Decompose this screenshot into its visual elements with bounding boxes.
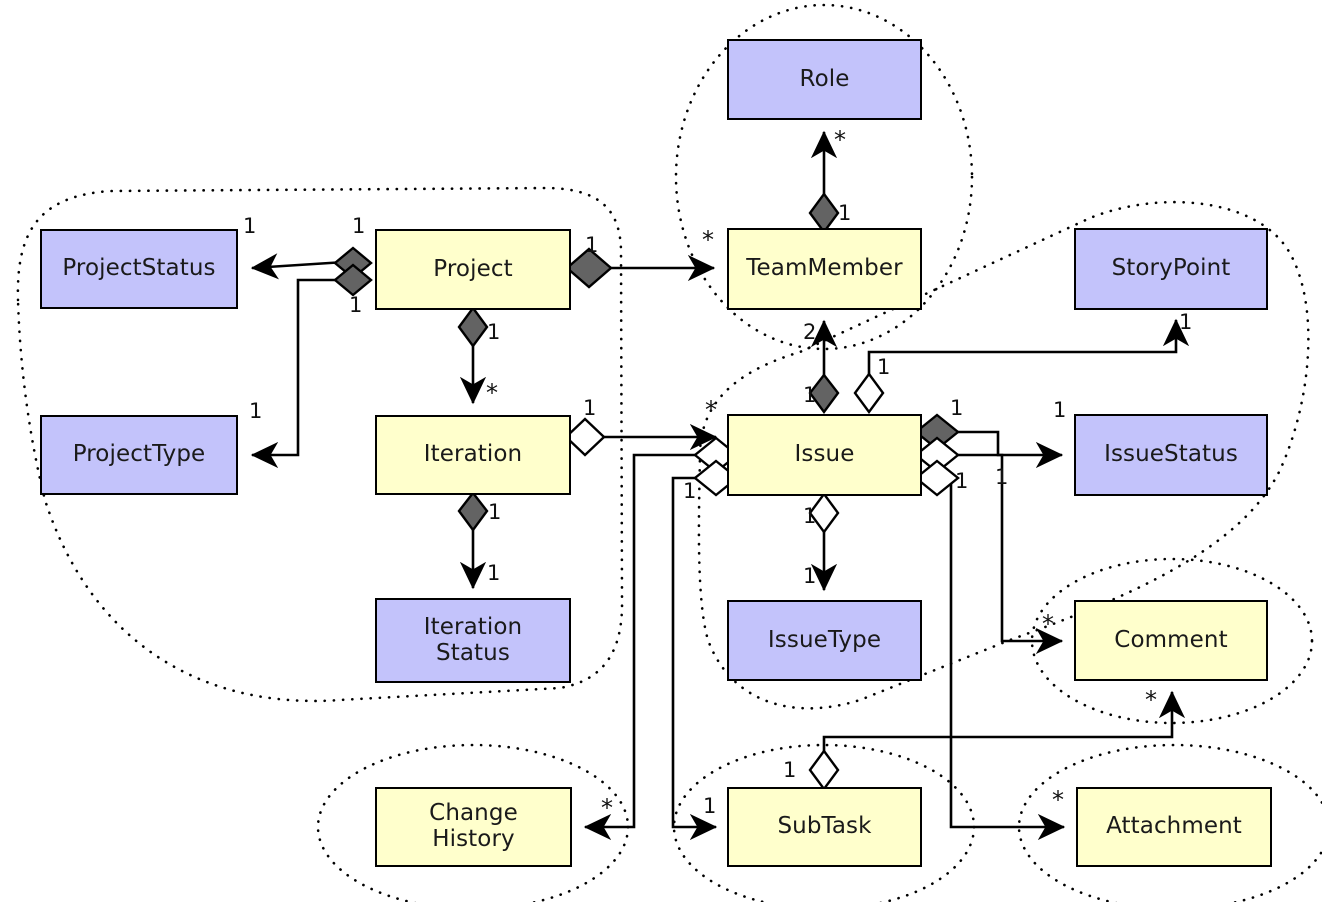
multiplicity-label: 1 <box>703 794 717 818</box>
diamond-project-projecttype <box>333 263 373 297</box>
class-box-project[interactable]: Project <box>375 229 571 310</box>
rel-issue-changehistory <box>583 453 697 841</box>
multiplicity-label: 1 <box>803 383 817 407</box>
class-box-project-status[interactable]: ProjectStatus <box>40 229 238 309</box>
class-box-issue[interactable]: Issue <box>727 414 922 496</box>
multiplicity-label: * <box>1145 686 1157 714</box>
multiplicity-label: 1 <box>487 320 501 344</box>
class-box-project-type[interactable]: ProjectType <box>40 415 238 495</box>
multiplicity-label: 1 <box>803 564 817 588</box>
diamond-teammember-role <box>808 191 840 235</box>
multiplicity-label: * <box>705 396 717 424</box>
multiplicity-label: 1 <box>487 561 501 585</box>
diamond-issue-teammember <box>808 373 840 415</box>
multiplicity-label: 1 <box>349 293 363 317</box>
class-box-issue-type[interactable]: IssueType <box>727 600 922 681</box>
diamond-issue-issuetype <box>808 491 840 535</box>
diamond-project-teammember <box>565 247 613 289</box>
class-box-role[interactable]: Role <box>727 39 922 120</box>
rel-issue-subtask <box>671 476 718 841</box>
class-box-team-member[interactable]: TeamMember <box>727 228 922 310</box>
multiplicity-label: * <box>702 226 714 254</box>
rel-subtask-comment <box>822 690 1186 770</box>
class-box-iteration[interactable]: Iteration <box>375 415 571 495</box>
diamond-iteration-iterstatus <box>457 491 489 533</box>
diamond-project-iteration <box>457 305 489 349</box>
multiplicity-label: 1 <box>838 201 852 225</box>
multiplicity-label: 1 <box>583 396 597 420</box>
multiplicity-label: 1 <box>488 500 502 524</box>
class-box-iteration-status[interactable]: Iteration Status <box>375 598 571 683</box>
diamond-iteration-issue <box>564 417 606 457</box>
multiplicity-label: * <box>601 794 613 822</box>
multiplicity-label: 1 <box>585 233 599 257</box>
project-partition <box>16 186 624 703</box>
multiplicity-label: 1 <box>783 758 797 782</box>
multiplicity-label: * <box>834 126 846 154</box>
class-box-comment[interactable]: Comment <box>1074 600 1268 681</box>
multiplicity-label: 1 <box>243 214 257 238</box>
diamond-subtask-comment <box>808 748 840 792</box>
composition-diamonds <box>333 191 960 533</box>
diamond-issue-subtask2 <box>914 459 960 497</box>
rel-issue-comment <box>951 453 1064 655</box>
relation-lines: ProjectStatus (composition, diamond at P… <box>250 130 1190 841</box>
class-box-story-point[interactable]: StoryPoint <box>1074 228 1268 310</box>
rel-subtask-attachment <box>949 478 1066 841</box>
multiplicity-label: 1 <box>1053 398 1067 422</box>
multiplicity-label: 2 <box>803 320 817 344</box>
multiplicity-label: 1 <box>995 465 1009 489</box>
comment-partition <box>1030 557 1314 725</box>
diamond-issue-storypoint <box>853 371 885 415</box>
multiplicity-label: 1 <box>803 504 817 528</box>
multiplicity-label: 1 <box>955 469 969 493</box>
class-box-issue-status[interactable]: IssueStatus <box>1074 414 1268 496</box>
multiplicity-label: 1 <box>249 399 263 423</box>
multiplicity-label: * <box>1052 786 1064 814</box>
multiplicity-label: * <box>486 379 498 407</box>
role-partition <box>674 3 974 351</box>
rel-issue-storypoint <box>867 318 1190 375</box>
multiplicity-label: * <box>1042 610 1054 638</box>
aggregation-diamonds <box>564 371 960 792</box>
rel-project-projectstatus <box>250 253 346 280</box>
rel-issue-issuestatus <box>951 430 1064 469</box>
multiplicity-label: 1 <box>683 479 697 503</box>
issue-partition <box>697 200 1310 710</box>
class-box-sub-task[interactable]: SubTask <box>727 787 922 867</box>
class-box-change-history[interactable]: Change History <box>375 787 572 867</box>
multiplicity-label: 1 <box>950 396 964 420</box>
attachment-partition <box>1017 743 1322 902</box>
rel-project-projecttype <box>250 278 345 469</box>
multiplicity-label: 1 <box>1179 310 1193 334</box>
class-box-attachment[interactable]: Attachment <box>1076 787 1272 867</box>
multiplicity-label: 1 <box>352 214 366 238</box>
multiplicity-label: 1 <box>877 355 891 379</box>
